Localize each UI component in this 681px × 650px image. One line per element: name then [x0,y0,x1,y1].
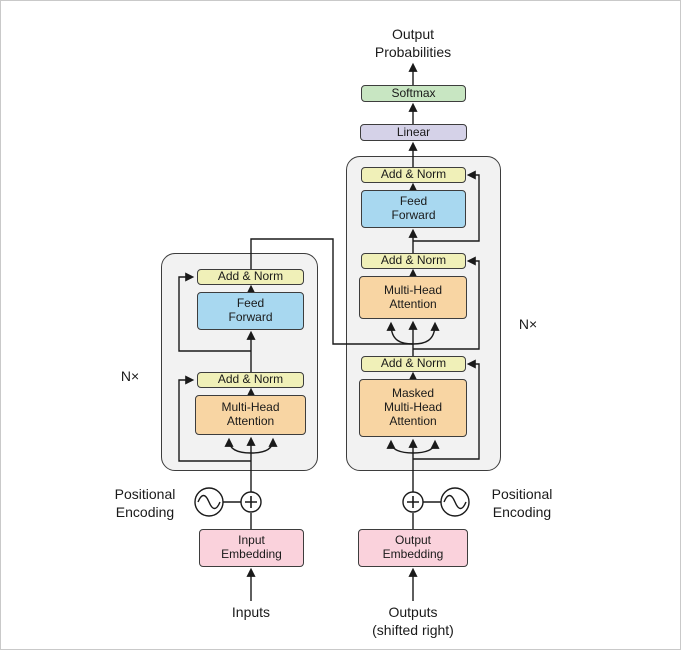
decoder-add-norm-bottom: Add & Norm [361,356,466,372]
outputs-label: Outputs (shifted right) [372,604,454,639]
positional-encoding-label-left: Positional Encoding [114,486,176,521]
inputs-label: Inputs [231,604,271,620]
masked-multi-head-attention-box: Masked Multi-Head Attention [359,379,467,437]
input-embedding-box: Input Embedding [199,529,304,567]
linear-box: Linear [360,124,467,141]
decoder-add-norm-top: Add & Norm [361,167,466,183]
decoder-add-norm-middle: Add & Norm [361,253,466,269]
encoder-feed-forward-box: Feed Forward [197,292,304,330]
decoder-multi-head-attention-box: Multi-Head Attention [359,276,467,319]
output-probabilities-label: Output Probabilities [374,26,452,61]
output-embedding-box: Output Embedding [358,529,468,567]
encoder-add-norm-bottom: Add & Norm [197,372,304,388]
encoder-add-norm-top: Add & Norm [197,269,304,285]
decoder-feed-forward-box: Feed Forward [361,190,466,228]
softmax-box: Softmax [361,85,466,102]
nx-label-right: N× [518,316,538,332]
encoder-multi-head-attention-box: Multi-Head Attention [195,395,306,435]
positional-encoding-label-right: Positional Encoding [491,486,553,521]
nx-label-left: N× [120,368,140,384]
flow-arrows [178,62,480,601]
